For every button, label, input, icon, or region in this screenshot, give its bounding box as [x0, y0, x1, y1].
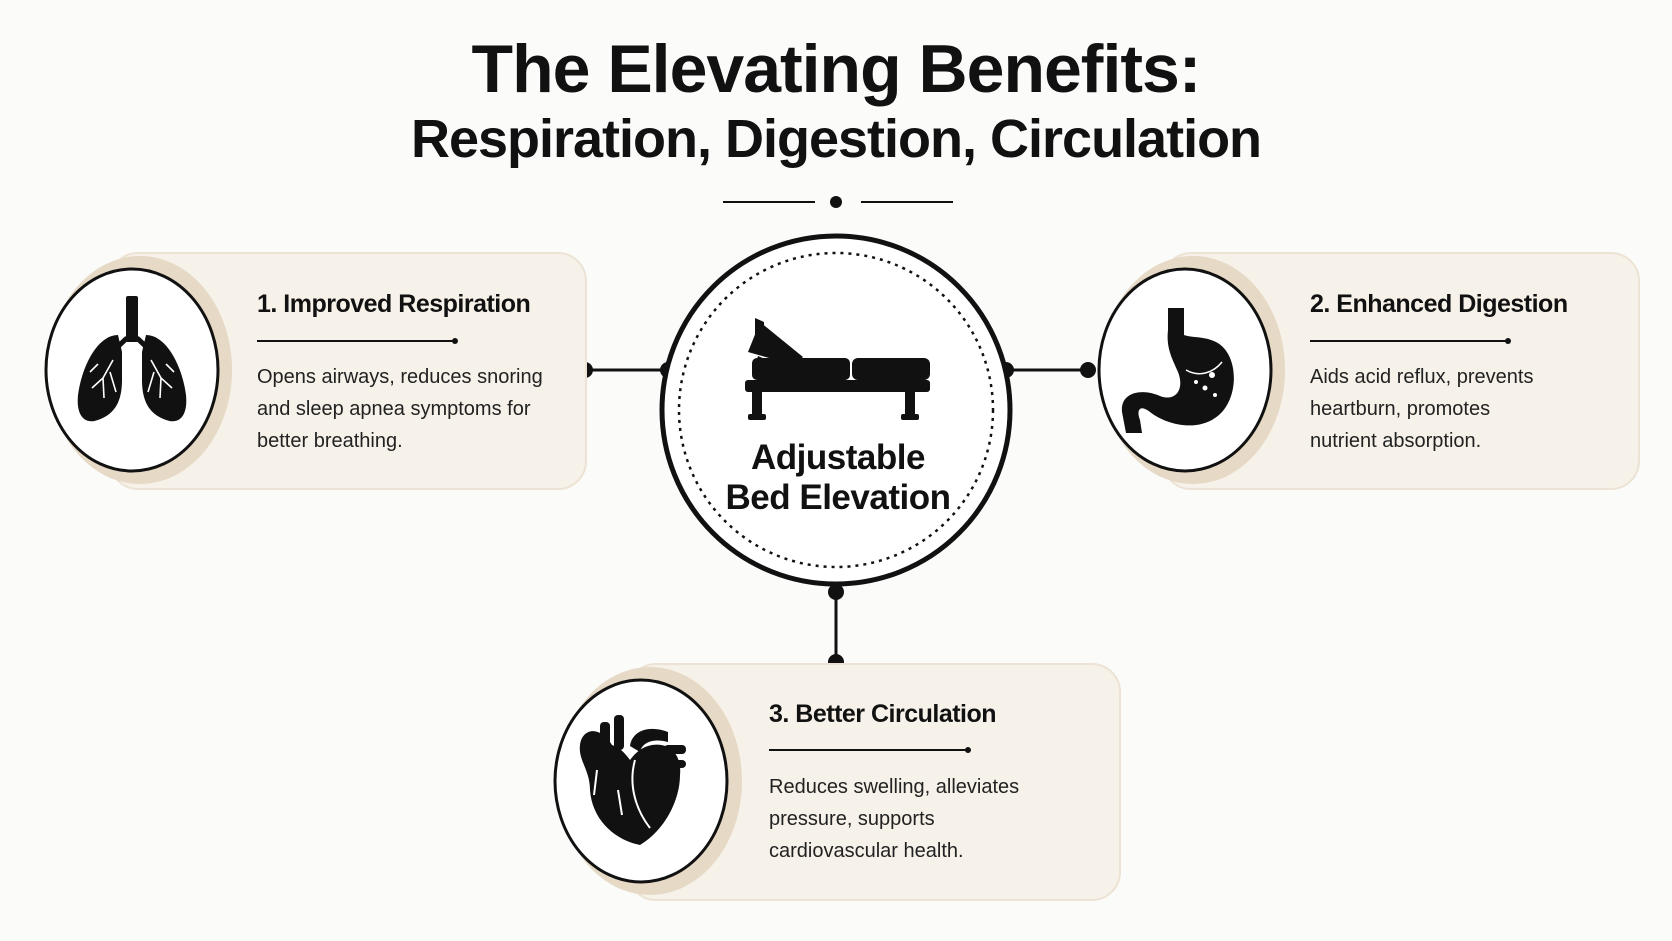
- title-divider: [723, 196, 953, 208]
- center-hub: [659, 233, 1013, 587]
- stomach-icon: [1121, 308, 1234, 433]
- connector-left: [577, 362, 676, 378]
- center-label: Adjustable Bed Elevation: [658, 438, 1018, 518]
- benefit-description: Opens airways, reduces snoring and sleep…: [257, 366, 543, 452]
- page-subtitle: Respiration, Digestion, Circulation: [410, 109, 1262, 169]
- benefit-description: Reduces swelling, alleviates pressure, s…: [769, 776, 1020, 862]
- benefit-description: Aids acid reflux, prevents heartburn, pr…: [1310, 366, 1534, 452]
- benefit-text-circulation: 3. Better Circulation Reduces swelling, …: [769, 700, 1049, 867]
- benefit-heading: 2. Enhanced Digestion: [1310, 290, 1568, 318]
- benefit-heading: 3. Better Circulation: [769, 700, 997, 728]
- page-title: The Elevating Benefits:: [471, 31, 1202, 107]
- benefit-text-respiration: 1. Improved Respiration Opens airways, r…: [257, 290, 567, 457]
- benefit-heading: 1. Improved Respiration: [257, 290, 531, 318]
- connector-right: [998, 362, 1096, 378]
- benefit-card-respiration: [44, 252, 587, 490]
- connector-bottom: [828, 584, 844, 670]
- adjustable-bed-icon: [745, 318, 930, 420]
- center-label-line2: Bed Elevation: [725, 478, 951, 517]
- lungs-icon: [77, 296, 187, 422]
- center-label-line1: Adjustable: [751, 438, 925, 477]
- heart-icon: [579, 715, 686, 845]
- benefit-text-digestion: 2. Enhanced Digestion Aids acid reflux, …: [1310, 290, 1568, 457]
